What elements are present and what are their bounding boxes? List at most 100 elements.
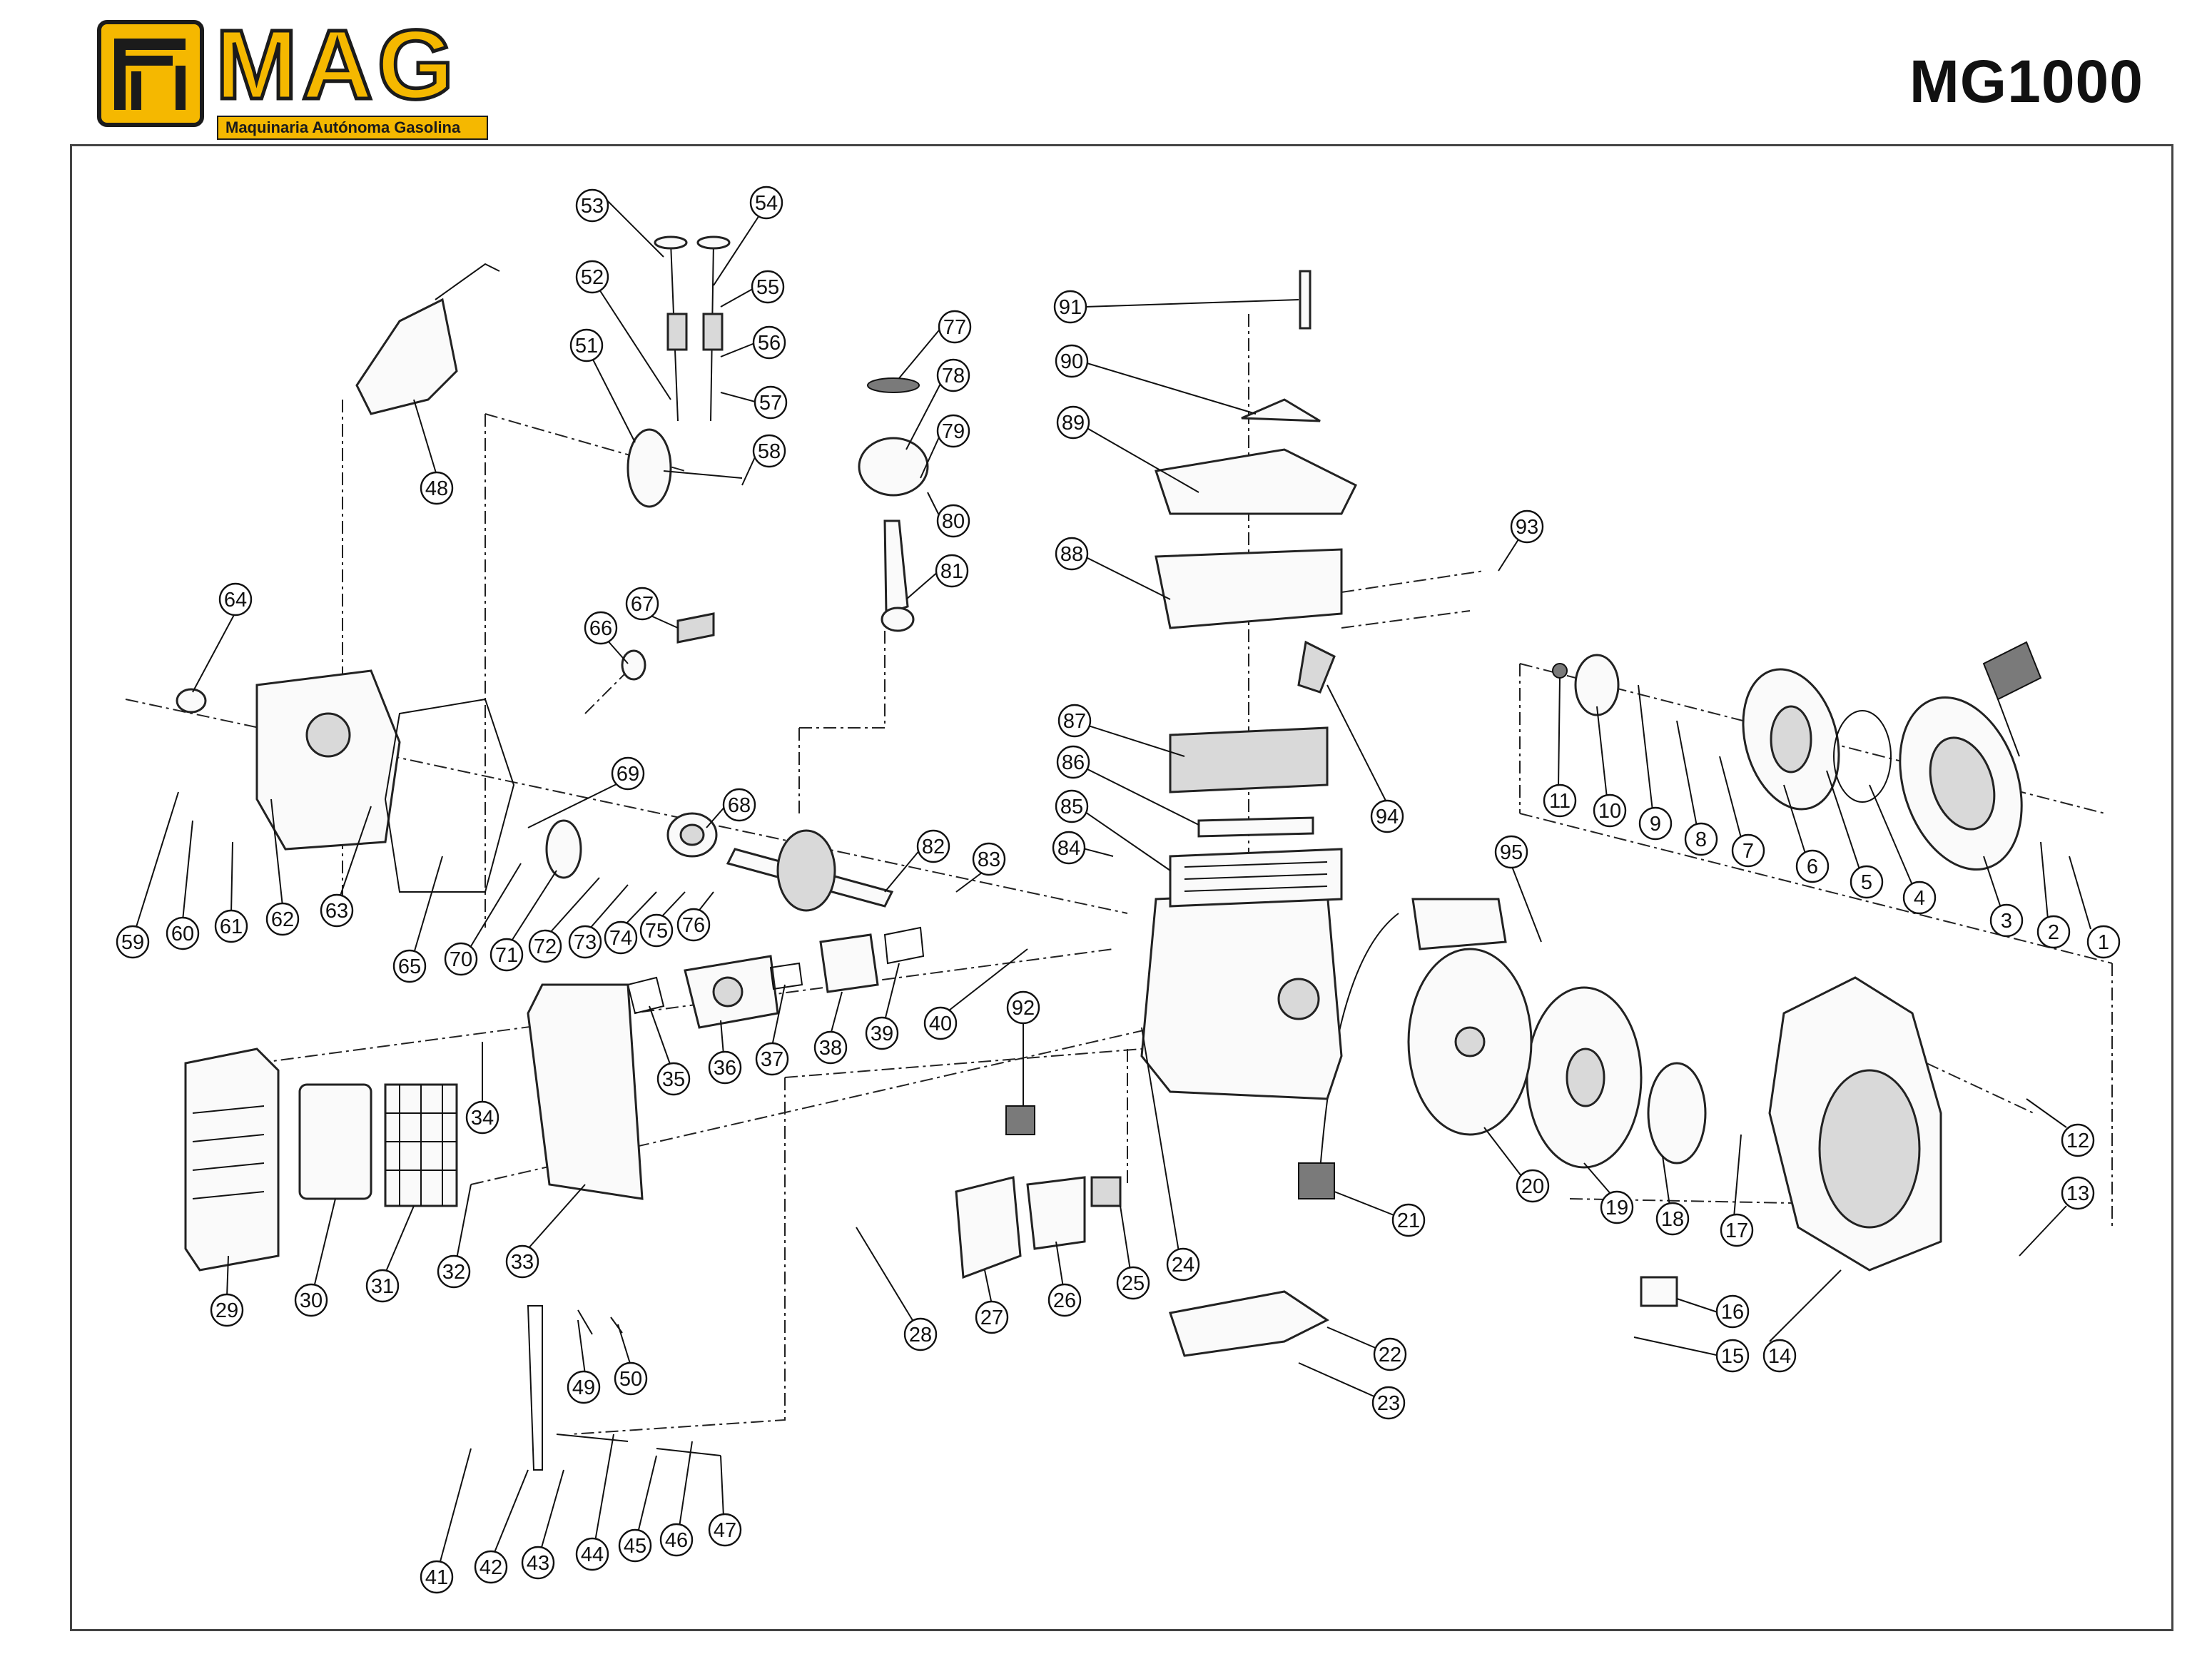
part-callout-19: 19 [1600, 1190, 1634, 1224]
callout-circle [1600, 1190, 1634, 1224]
part-callout-40: 40 [923, 1006, 958, 1040]
muffler-parts [955, 1176, 1122, 1279]
air-filter-screen [384, 1083, 458, 1207]
part-callout-12: 12 [2061, 1123, 2095, 1157]
part-callout-49: 49 [567, 1370, 601, 1404]
part-callout-3: 3 [1989, 903, 2024, 938]
callout-circle [365, 1269, 400, 1303]
callout-circle [1516, 1169, 1550, 1203]
callout-number: 57 [759, 392, 782, 415]
callout-number: 76 [682, 914, 705, 937]
part-callout-35: 35 [656, 1062, 691, 1096]
part-callout-29: 29 [210, 1293, 244, 1327]
callout-number: 46 [665, 1529, 688, 1552]
callout-circle [1057, 704, 1092, 738]
callout-circle [1047, 1283, 1082, 1317]
part-callout-91: 91 [1053, 290, 1087, 324]
part-callout-16: 16 [1715, 1294, 1750, 1329]
starter-pulley [1742, 668, 1840, 811]
callout-number: 25 [1122, 1272, 1145, 1295]
callout-circle [116, 925, 150, 959]
part-callout-90: 90 [1055, 344, 1089, 378]
part-callout-87: 87 [1057, 704, 1092, 738]
callout-number: 51 [575, 335, 598, 357]
part-callout-8: 8 [1684, 822, 1718, 856]
callout-circle [1989, 903, 2024, 938]
part-callout-33: 33 [505, 1244, 539, 1279]
part-callout-93: 93 [1510, 509, 1544, 544]
callout-number: 63 [325, 900, 348, 923]
callout-number: 66 [589, 617, 612, 640]
callout-number: 38 [819, 1037, 842, 1060]
part-callout-69: 69 [611, 756, 645, 791]
callout-number: 17 [1725, 1219, 1748, 1242]
governor-gear [545, 819, 582, 879]
part-callout-52: 52 [575, 260, 609, 294]
cylinder-block [1169, 848, 1343, 908]
callout-circle [639, 913, 674, 948]
part-callout-54: 54 [749, 186, 783, 220]
callout-number: 62 [271, 908, 294, 931]
callout-number: 12 [2066, 1130, 2089, 1152]
spark-plug [1297, 640, 1336, 694]
callout-circle [474, 1550, 508, 1584]
callout-number: 84 [1057, 837, 1080, 860]
callout-circle [265, 902, 300, 936]
callout-circle [505, 1244, 539, 1279]
callout-circle [1391, 1203, 1426, 1237]
callout-number: 58 [758, 440, 781, 463]
cylinder-head-gasket [1197, 816, 1314, 838]
callout-number: 32 [442, 1261, 465, 1284]
callout-leaders [135, 192, 2091, 1565]
callout-number: 28 [909, 1324, 932, 1346]
callout-number: 92 [1012, 997, 1035, 1020]
part-callout-81: 81 [935, 554, 969, 588]
fan-housing [1768, 976, 1942, 1272]
callout-circle [2036, 915, 2071, 949]
oil-level-sensor [621, 612, 715, 681]
callout-circle [752, 325, 786, 360]
brand-emblem-icon [114, 39, 186, 110]
brand-name: MAG [214, 10, 458, 120]
callout-circle [936, 358, 970, 392]
callout-circle [2086, 925, 2121, 959]
callout-number: 45 [624, 1535, 646, 1558]
part-callout-85: 85 [1055, 789, 1089, 823]
callout-circle [575, 260, 609, 294]
part-callout-53: 53 [575, 188, 609, 223]
part-callout-42: 42 [474, 1550, 508, 1584]
part-callout-68: 68 [722, 788, 756, 822]
callout-number: 77 [943, 316, 966, 339]
callout-number: 44 [581, 1543, 604, 1566]
ignition-coil [1298, 898, 1507, 1199]
part-callout-84: 84 [1052, 831, 1086, 865]
callout-circle [437, 1254, 471, 1289]
part-callout-60: 60 [166, 916, 200, 950]
part-callout-89: 89 [1056, 405, 1090, 440]
callout-circle [1902, 881, 1937, 915]
callout-number: 53 [581, 195, 604, 218]
callout-circle [659, 1523, 694, 1557]
callout-circle [935, 554, 969, 588]
callout-number: 93 [1516, 516, 1538, 539]
part-callout-28: 28 [903, 1317, 938, 1351]
part-callout-94: 94 [1370, 799, 1404, 833]
part-callout-46: 46 [659, 1523, 694, 1557]
part-callout-39: 39 [865, 1016, 899, 1050]
callout-circle [708, 1513, 742, 1547]
callout-circle [1684, 822, 1718, 856]
part-callout-63: 63 [320, 893, 354, 928]
intake-gaskets [626, 926, 925, 1015]
part-callout-95: 95 [1494, 835, 1528, 869]
cylinder-head [1169, 726, 1329, 793]
callout-number: 41 [425, 1566, 448, 1589]
callout-circle [521, 1546, 555, 1580]
callout-circle [676, 908, 711, 942]
part-callout-86: 86 [1056, 745, 1090, 779]
crankcase [1140, 891, 1343, 1100]
callout-number: 82 [922, 836, 945, 858]
callout-circle [210, 1293, 244, 1327]
part-callout-75: 75 [639, 913, 674, 948]
callout-circle [1006, 990, 1040, 1025]
part-callout-57: 57 [754, 385, 788, 420]
